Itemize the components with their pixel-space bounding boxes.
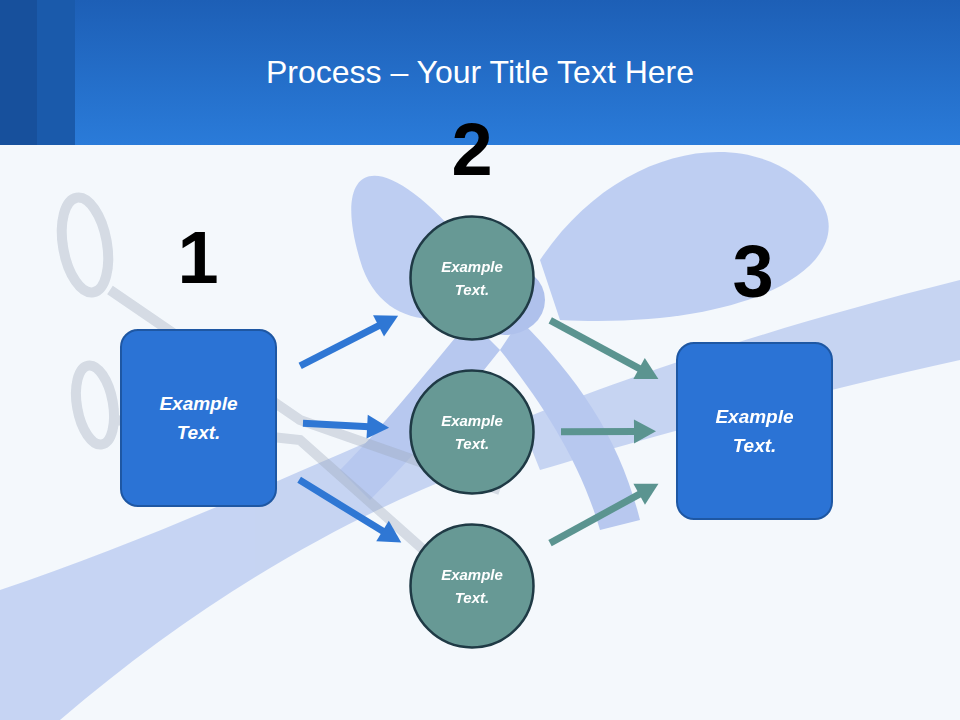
- circle-shape: [411, 525, 534, 648]
- arrow-shaft: [299, 480, 384, 532]
- decor-strip: [0, 0, 37, 145]
- flow-arrow: [550, 484, 658, 543]
- decor-strip: [37, 0, 75, 145]
- node-text: Example Text.: [149, 389, 249, 447]
- process-box: Example Text.: [676, 342, 833, 520]
- text-group: Example Text.: [705, 402, 805, 460]
- node-text: Example Text.: [434, 409, 510, 455]
- node-text: Example Text.: [434, 563, 510, 609]
- arrow-shaft: [561, 428, 636, 435]
- circle-outline: [409, 523, 535, 649]
- arrow-head: [633, 358, 658, 379]
- circle-outline: [409, 369, 535, 495]
- arrow-head: [633, 484, 658, 505]
- scissors-handle: [70, 362, 119, 447]
- circle-shape: [411, 217, 534, 340]
- slide-title: Process – Your Title Text Here: [0, 52, 960, 92]
- circle-shape: [411, 371, 534, 494]
- process-circle: Example Text.: [409, 215, 535, 341]
- text-group: Example Text.: [434, 255, 510, 301]
- circle-outline: [409, 215, 535, 341]
- flow-arrow: [561, 419, 656, 443]
- callout-number: 3: [693, 232, 813, 312]
- arrow-head: [634, 419, 656, 443]
- process-circle: Example Text.: [409, 523, 535, 649]
- text-group: Example Text.: [434, 563, 510, 609]
- arrow-head: [373, 315, 398, 336]
- process-circle: Example Text.: [409, 369, 535, 495]
- callout-number: 1: [138, 218, 258, 298]
- process-box: Example Text.: [120, 329, 277, 507]
- arrow-shaft: [550, 320, 641, 369]
- arrow-head: [376, 521, 401, 543]
- node-text: Example Text.: [705, 402, 805, 460]
- flow-arrow: [303, 415, 389, 439]
- node-text: Example Text.: [434, 255, 510, 301]
- text-group: Example Text.: [149, 389, 249, 447]
- arrow-shaft: [300, 325, 380, 366]
- flow-arrow: [550, 320, 658, 379]
- ribbon: [0, 152, 960, 720]
- bow-loop: [540, 152, 829, 321]
- arrow-shaft: [550, 493, 641, 543]
- arrow-shaft: [303, 423, 369, 426]
- arrow-head: [367, 415, 390, 439]
- flow-arrow: [300, 315, 398, 366]
- callout-number: 2: [412, 110, 532, 190]
- flow-arrow: [299, 480, 401, 543]
- scissors-handle: [55, 194, 115, 296]
- text-group: Example Text.: [434, 409, 510, 455]
